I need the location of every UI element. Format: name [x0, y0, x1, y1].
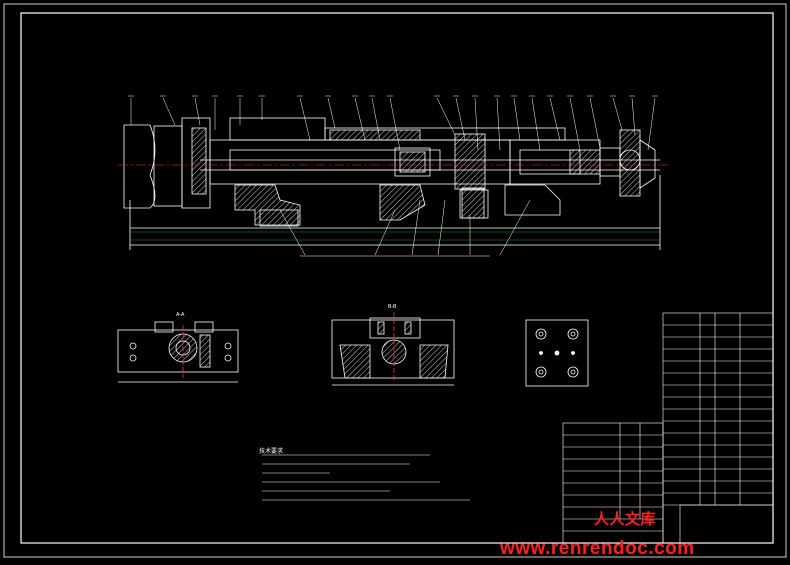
view-label-aa: A-A [176, 312, 185, 318]
dimension-lines [130, 231, 660, 241]
main-assembly-view [123, 117, 661, 250]
view-label-bb: B-B [388, 304, 397, 310]
section-view-bb [331, 312, 455, 386]
part-balloons-bottom [279, 199, 531, 257]
watermark-url: www.renrendoc.com [500, 538, 695, 559]
technical-notes-heading: 技术要求 [259, 448, 284, 455]
flange-view [525, 319, 589, 387]
watermark-text-cn: 人人文库 [594, 511, 657, 528]
technical-notes [262, 454, 470, 501]
drawing-frame [3, 3, 787, 558]
part-balloons-top [130, 97, 656, 151]
section-view-aa [117, 321, 239, 383]
parts-list-table [562, 312, 774, 544]
